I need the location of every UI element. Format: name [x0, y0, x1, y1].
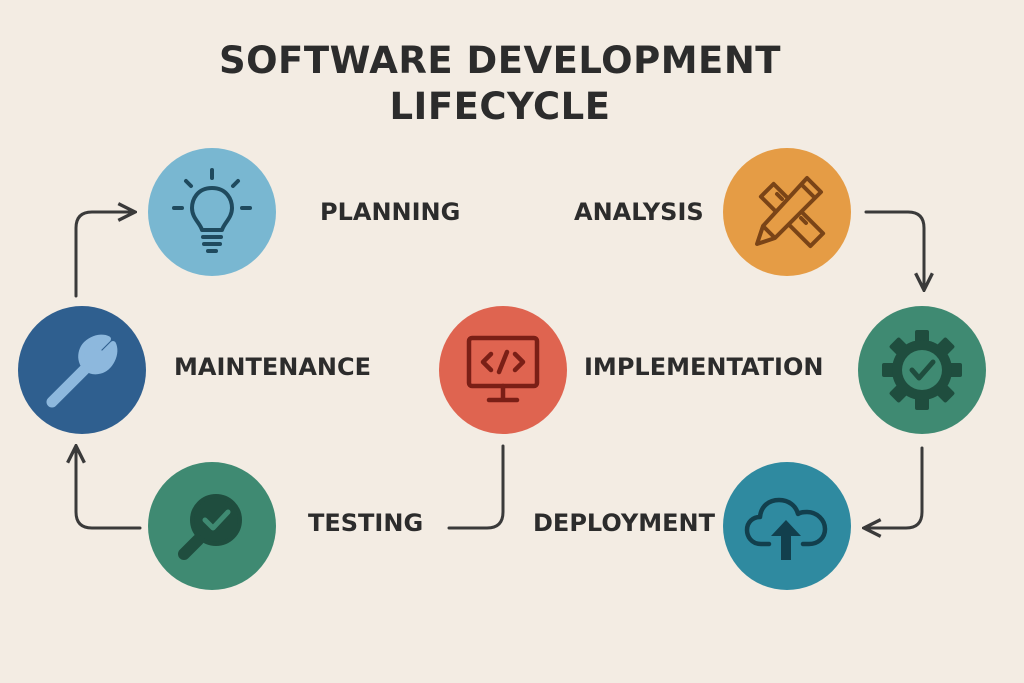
- testing-circle: [148, 462, 276, 590]
- deployment-label: DEPLOYMENT: [533, 509, 716, 537]
- gear-check-circle: [858, 306, 986, 434]
- analysis-circle: [723, 148, 851, 276]
- page-title: SOFTWARE DEVELOPMENT LIFECYCLE: [0, 38, 1000, 130]
- implementation-label: IMPLEMENTATION: [584, 353, 824, 381]
- arrow-gear-to-deployment: [866, 446, 924, 528]
- arrow-maintenance-to-planning: [74, 212, 133, 298]
- planning-label: PLANNING: [320, 198, 461, 226]
- title-line-2: LIFECYCLE: [389, 85, 611, 128]
- arrow-analysis-to-gear: [864, 210, 924, 288]
- magnifier-check-icon: [178, 494, 242, 560]
- deployment-circle: [723, 462, 851, 590]
- title-line-1: SOFTWARE DEVELOPMENT: [218, 39, 782, 82]
- implementation-circle: [439, 306, 567, 434]
- lightbulb-icon: [172, 168, 252, 253]
- planning-circle: [148, 148, 276, 276]
- analysis-label: ANALYSIS: [574, 198, 704, 226]
- pencil-ruler-icon: [755, 176, 826, 249]
- testing-label: TESTING: [308, 509, 424, 537]
- maintenance-circle: [18, 306, 146, 434]
- arrow-implementation-to-testing: [447, 444, 505, 530]
- maintenance-label: MAINTENANCE: [174, 353, 371, 381]
- arrow-testing-to-maintenance: [76, 448, 142, 530]
- cloud-upload-icon: [744, 497, 828, 560]
- wrench-icon: [46, 334, 118, 408]
- gear-check-icon: [882, 330, 962, 410]
- code-monitor-icon: [466, 335, 540, 403]
